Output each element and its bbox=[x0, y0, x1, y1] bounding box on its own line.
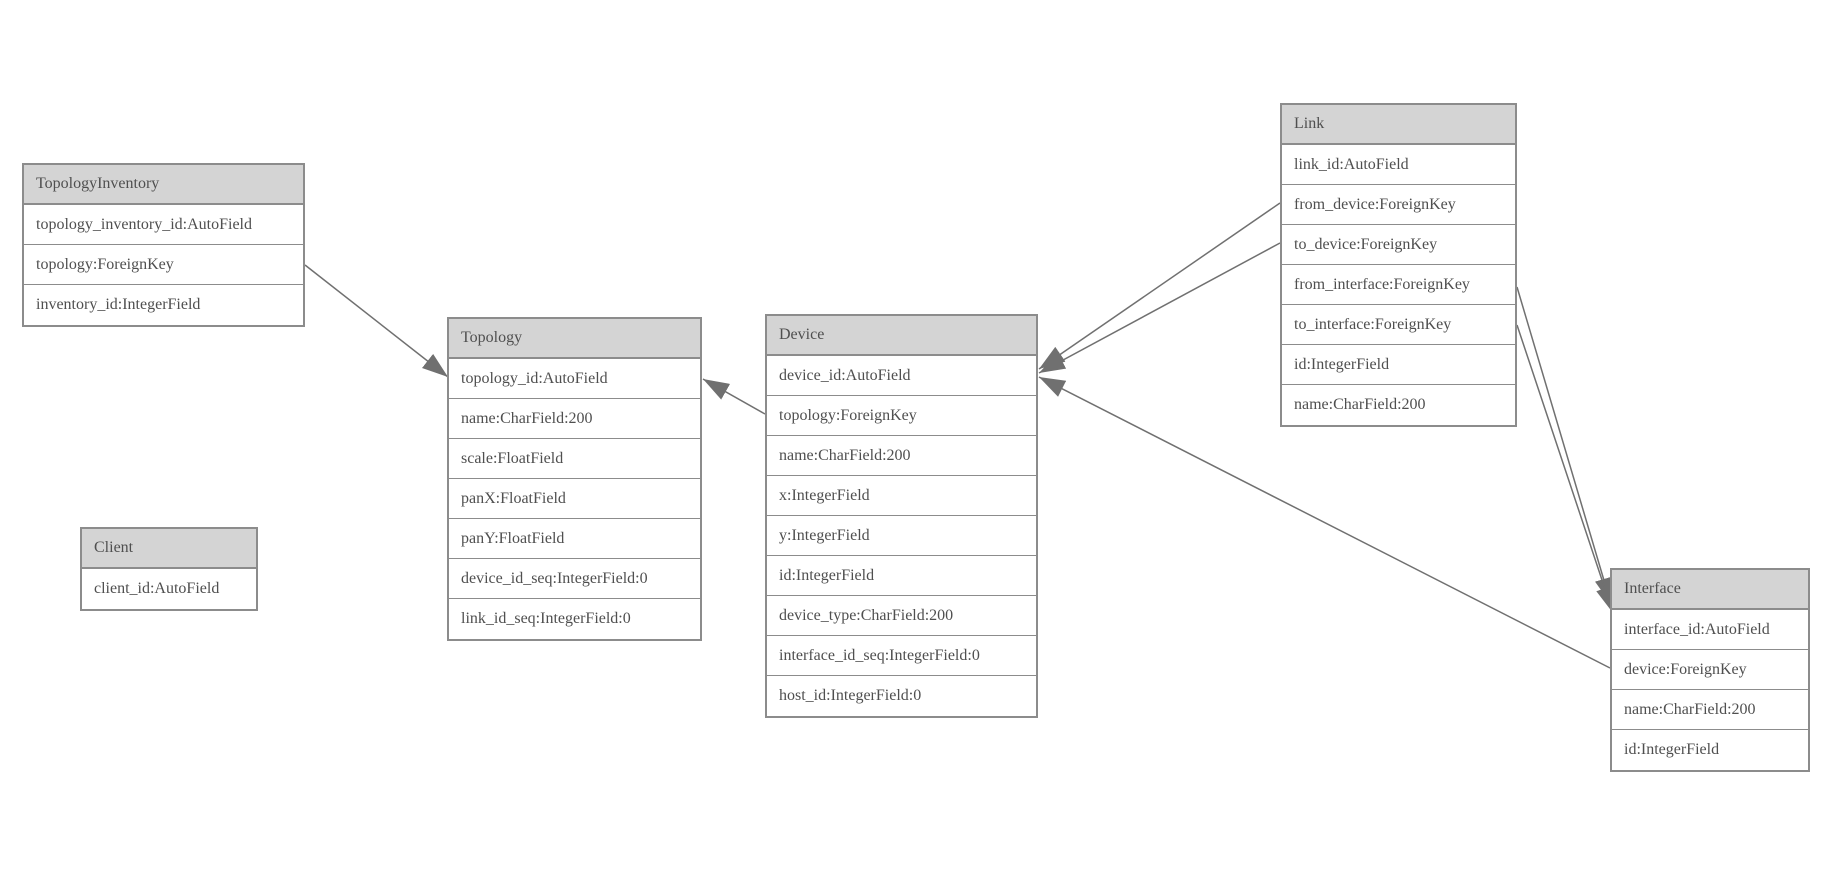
entity-link-field-row: from_interface:ForeignKey bbox=[1282, 265, 1515, 305]
edge-link-from_interface-to-interface bbox=[1516, 286, 1613, 605]
edge-device-topology-to-topology bbox=[702, 378, 766, 415]
entity-topologyinventory-field-row: topology:ForeignKey bbox=[24, 245, 303, 285]
entity-device-title: Device bbox=[767, 316, 1036, 356]
edge-link-to_device-to-device bbox=[1038, 242, 1281, 374]
entity-link-field-row: to_interface:ForeignKey bbox=[1282, 305, 1515, 345]
entity-device-field-row: device_type:CharField:200 bbox=[767, 596, 1036, 636]
entity-device-field-row: topology:ForeignKey bbox=[767, 396, 1036, 436]
entity-device-field-row: host_id:IntegerField:0 bbox=[767, 676, 1036, 716]
entity-device-field-row: x:IntegerField bbox=[767, 476, 1036, 516]
entity-device-field-row: interface_id_seq:IntegerField:0 bbox=[767, 636, 1036, 676]
entity-interface-title: Interface bbox=[1612, 570, 1808, 610]
entity-device-field-row: name:CharField:200 bbox=[767, 436, 1036, 476]
entity-topology-field-row: panY:FloatField bbox=[449, 519, 700, 559]
entity-interface-field-row: device:ForeignKey bbox=[1612, 650, 1808, 690]
entity-topology-title: Topology bbox=[449, 319, 700, 359]
entity-link-field-row: name:CharField:200 bbox=[1282, 385, 1515, 425]
entity-link-field-row: link_id:AutoField bbox=[1282, 145, 1515, 185]
entity-topologyinventory-field-row: inventory_id:IntegerField bbox=[24, 285, 303, 325]
entity-link-field-row: to_device:ForeignKey bbox=[1282, 225, 1515, 265]
edge-interface-device-to-device bbox=[1038, 376, 1611, 669]
entity-link-title: Link bbox=[1282, 105, 1515, 145]
entity-topologyinventory-title: TopologyInventory bbox=[24, 165, 303, 205]
entity-device-field-row: id:IntegerField bbox=[767, 556, 1036, 596]
entity-link-field-row: from_device:ForeignKey bbox=[1282, 185, 1515, 225]
entity-topology-field-row: name:CharField:200 bbox=[449, 399, 700, 439]
entity-topology-field-row: device_id_seq:IntegerField:0 bbox=[449, 559, 700, 599]
entity-client-field-row: client_id:AutoField bbox=[82, 569, 256, 609]
entity-topology-field-row: topology_id:AutoField bbox=[449, 359, 700, 399]
entity-topologyinventory-field-row: topology_inventory_id:AutoField bbox=[24, 205, 303, 245]
entity-topology-field-row: scale:FloatField bbox=[449, 439, 700, 479]
entity-interface-field-row: name:CharField:200 bbox=[1612, 690, 1808, 730]
edge-topologyinventory-topology-to-topology bbox=[304, 264, 449, 378]
entity-topology-field-row: panX:FloatField bbox=[449, 479, 700, 519]
entity-link-field-row: id:IntegerField bbox=[1282, 345, 1515, 385]
edge-link-from_device-to-device bbox=[1038, 202, 1281, 370]
entity-client-title: Client bbox=[82, 529, 256, 569]
entity-interface-field-row: interface_id:AutoField bbox=[1612, 610, 1808, 650]
entity-interface-field-row: id:IntegerField bbox=[1612, 730, 1808, 770]
edge-link-to_interface-to-interface bbox=[1516, 324, 1614, 614]
entity-device-field-row: device_id:AutoField bbox=[767, 356, 1036, 396]
entity-device-field-row: y:IntegerField bbox=[767, 516, 1036, 556]
entity-topology-field-row: link_id_seq:IntegerField:0 bbox=[449, 599, 700, 639]
